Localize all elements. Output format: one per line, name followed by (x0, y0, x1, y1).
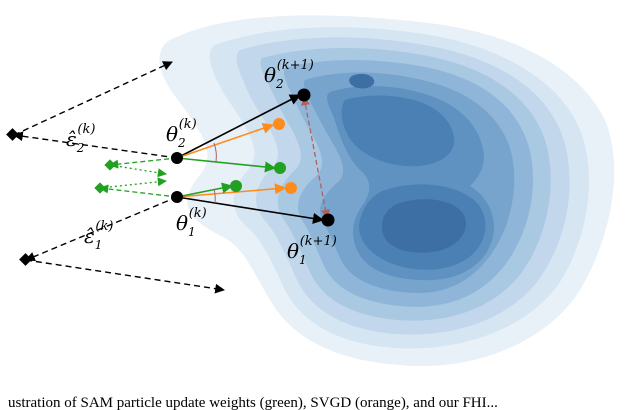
density-contours (159, 15, 615, 367)
green-dash-b (109, 164, 167, 178)
theta1-k-point (171, 191, 183, 203)
label-theta1-k1: θ1(k+1) (287, 234, 337, 267)
update-arrows (176, 94, 325, 224)
angle-arc-theta2 (213, 142, 217, 163)
orange-point-lower (285, 182, 297, 194)
theta1-k1-point (321, 213, 335, 227)
eps2-diamond (6, 128, 19, 141)
dashed-line-theta1-to-eps1 (25, 196, 178, 262)
green-dash-a (109, 157, 178, 169)
label-theta2-k: θ2(k) (166, 117, 197, 150)
green-dash-d (99, 177, 167, 189)
label-eps2-k: ε̂2(k) (66, 122, 95, 155)
green-diamond-upper (104, 159, 116, 171)
dashed-line-eps1-right (25, 259, 225, 294)
black-arrow-theta2 (176, 94, 301, 159)
orange-arrow-theta2 (176, 122, 275, 159)
dashed-line-theta2-to-eps2 (13, 131, 178, 159)
dashed-sam-lines (13, 61, 225, 294)
orange-point-upper (273, 118, 285, 130)
green-point-upper (274, 162, 286, 174)
green-arrow-theta2 (176, 157, 277, 173)
black-arrow-theta1 (176, 196, 325, 224)
dashed-line-eps2-up (13, 61, 173, 136)
label-theta2-k1: θ2(k+1) (264, 58, 314, 91)
green-dash-c (99, 184, 178, 198)
repulsion-link (301, 96, 330, 219)
angle-arcs (213, 142, 217, 204)
contour-level-9 (349, 73, 466, 253)
green-dashed-lines (99, 157, 178, 198)
caption-fragment: ustration of SAM particle update weights… (8, 395, 498, 410)
math-labels: ε̂2(k) θ2(k) θ1(k) ε̂1(k) θ2(k+1) θ1(k+1… (66, 58, 337, 267)
angle-arc-theta1 (213, 188, 216, 204)
label-eps1-k: ε̂1(k) (84, 219, 113, 252)
green-diamond-lower (94, 182, 106, 194)
label-theta1-k: θ1(k) (176, 206, 207, 239)
particles (171, 88, 335, 227)
green-point-lower (230, 180, 242, 192)
theta2-k1-point (297, 88, 311, 102)
eps1-diamond (19, 253, 32, 266)
theta2-k-point (171, 152, 183, 164)
green-arrow-theta1 (176, 182, 234, 198)
